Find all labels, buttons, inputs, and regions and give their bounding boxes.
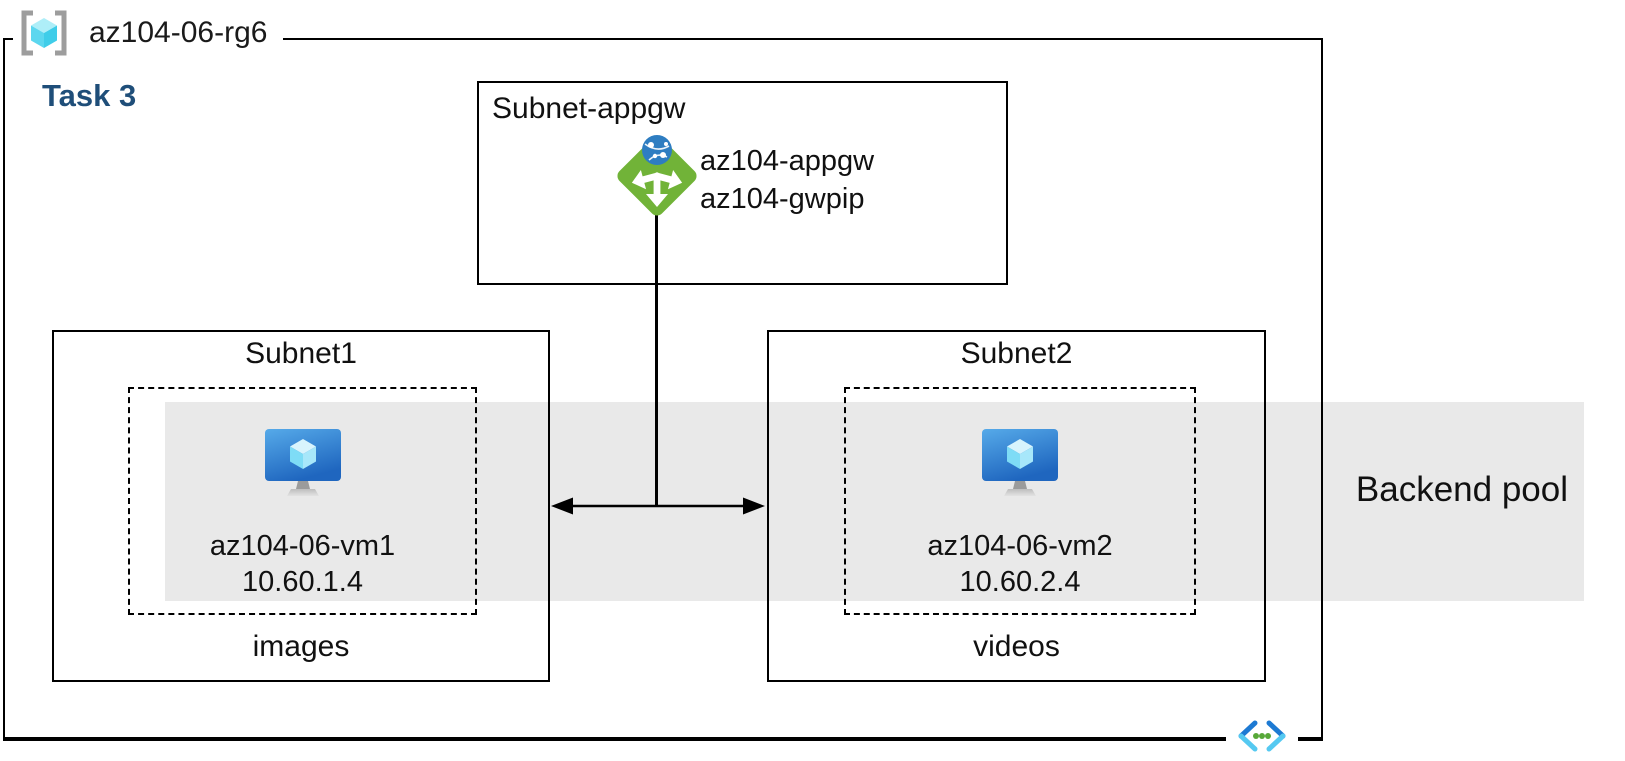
backend-pool-label: Backend pool — [1355, 470, 1568, 509]
application-gateway-labels: az104-appgw az104-gwpip — [700, 142, 874, 218]
subnet2-storage-label: videos — [973, 630, 1060, 663]
subnet2-dashed-group: az104-06-vm2 10.60.2.4 — [844, 387, 1196, 615]
subnet2-box: Subnet2 az104-06-vm2 10.60.2.4 videos — [767, 330, 1266, 682]
resource-group-box — [3, 38, 1323, 741]
subnet-appgw-title: Subnet-appgw — [492, 92, 686, 125]
subnet-appgw-box: Subnet-appgw — [477, 81, 1008, 285]
resource-group-header: az104-06-rg6 — [13, 7, 284, 59]
virtual-machine-icon — [263, 427, 343, 504]
application-gateway-icon — [611, 133, 703, 224]
subnet1-dashed-group: az104-06-vm1 10.60.1.4 — [128, 387, 477, 615]
vm1-ip: 10.60.1.4 — [242, 566, 363, 598]
vm1-block: az104-06-vm1 10.60.1.4 — [130, 389, 475, 613]
subnet1-title: Subnet1 — [245, 337, 357, 370]
vm1-name: az104-06-vm1 — [209, 530, 396, 562]
resource-group-icon — [19, 10, 69, 56]
gateway-connector-line — [655, 214, 658, 506]
subnet1-box: Subnet1 — [52, 330, 550, 682]
vm2-ip: 10.60.2.4 — [959, 566, 1081, 598]
subnet-double-arrow — [549, 491, 767, 526]
virtual-network-icon — [1226, 713, 1298, 759]
backend-pool-band: Backend pool — [165, 402, 1584, 601]
appgw-public-ip-name: az104-gwpip — [700, 183, 865, 215]
virtual-machine-icon — [980, 427, 1060, 504]
resource-group-name: az104-06-rg6 — [89, 16, 268, 49]
vm2-block: az104-06-vm2 10.60.2.4 — [846, 389, 1194, 613]
subnet1-storage-label: images — [252, 630, 350, 663]
subnet2-title: Subnet2 — [960, 337, 1073, 370]
vm2-name: az104-06-vm2 — [927, 530, 1113, 562]
task-label: Task 3 — [42, 78, 137, 113]
appgw-name: az104-appgw — [700, 145, 875, 177]
